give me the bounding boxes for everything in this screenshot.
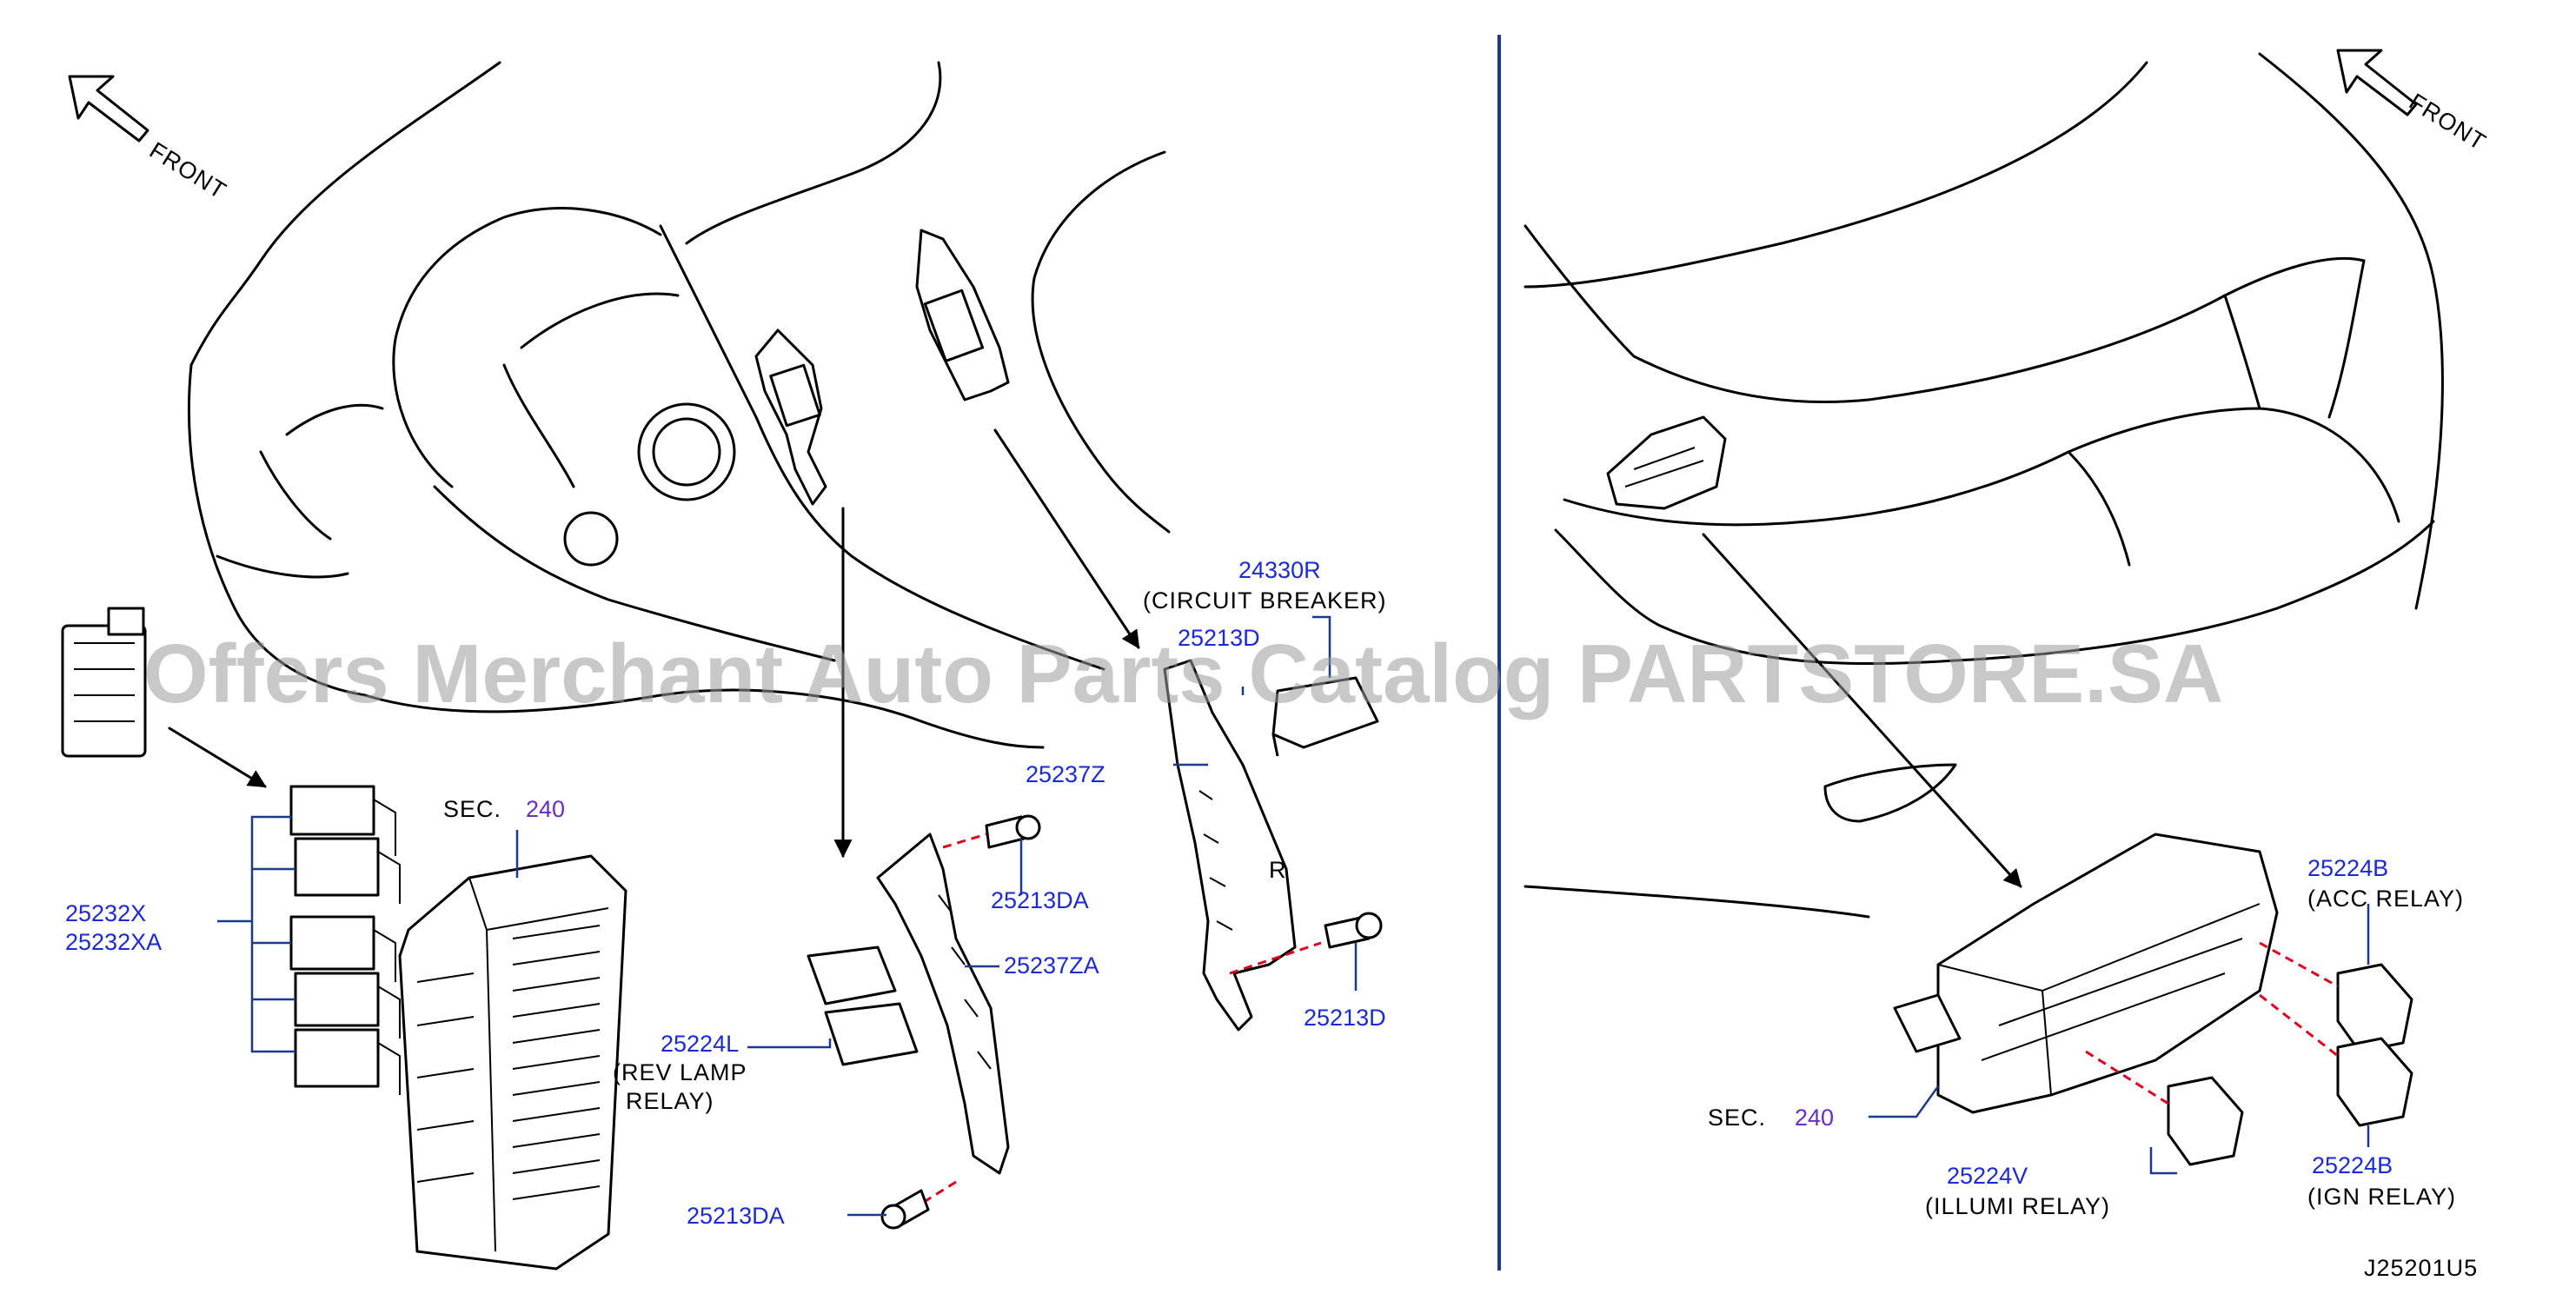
part-24330R: 24330R (1238, 557, 1321, 583)
svg-text:R: R (1269, 857, 1287, 883)
screw-25213DA-bottom (880, 1189, 930, 1230)
arrow-to-breaker-bracket (993, 428, 1140, 649)
part-25237ZA: 25237ZA (1004, 952, 1099, 979)
guide-screw-25213D (1229, 941, 1322, 975)
guide-screw-lower (920, 1180, 957, 1205)
watermark-text: Offers Merchant Auto Parts Catalog PARTS… (143, 627, 2223, 720)
leader-illumi (2149, 1147, 2177, 1175)
drawing-code: J25201U5 (2364, 1255, 2478, 1281)
relay-block-small (61, 607, 147, 758)
front-arrow-icon: FRONT (2336, 49, 2491, 156)
right-panel: FRONT (1524, 49, 2491, 1281)
front-label: FRONT (2405, 89, 2491, 156)
rear-connector-small (1606, 415, 1727, 510)
relay-ign (2336, 1037, 2413, 1127)
part-25213DA-top: 25213DA (991, 887, 1089, 913)
rev-lamp-relays (807, 946, 919, 1066)
circuit-breaker (1271, 676, 1379, 757)
sec-label-right: SEC. (1708, 1105, 1766, 1131)
upper-bracket (915, 229, 1010, 401)
label-rev-lamp-2: RELAY) (626, 1088, 714, 1114)
dashboard-outline (187, 61, 1171, 749)
leader-24330R (1312, 615, 1331, 678)
relay-acc (2336, 963, 2413, 1053)
part-25213D-bottom: 25213D (1304, 1005, 1386, 1031)
guide-ign-relay (2259, 993, 2339, 1058)
rev-relay-bracket (876, 833, 1010, 1175)
label-ign-relay: (IGN RELAY) (2307, 1184, 2456, 1210)
part-25232X: 25232X (65, 900, 146, 926)
front-arrow-icon: FRONT (68, 75, 231, 204)
part-25237Z: 25237Z (1026, 761, 1105, 787)
leader-25232X (217, 815, 295, 1053)
fuse-box (398, 854, 627, 1271)
part-25232XA: 25232XA (65, 929, 162, 955)
car-rear-outline (1524, 52, 2444, 919)
relay-illumi (2167, 1076, 2244, 1166)
breaker-bracket: R (1163, 659, 1297, 1032)
guide-acc-relay (2259, 941, 2339, 988)
guide-screw-upper (942, 833, 987, 849)
leader-25224L (747, 1039, 832, 1049)
left-panel: FRONT (61, 61, 1387, 1271)
sec-number-left: 240 (526, 796, 565, 822)
guide-illumi-relay (2085, 1050, 2169, 1105)
part-25224B-acc: 25224B (2307, 855, 2388, 881)
label-circuit-breaker: (CIRCUIT BREAKER) (1143, 587, 1387, 614)
screw-25213DA-top (985, 814, 1041, 849)
part-25224V: 25224V (1947, 1163, 2028, 1189)
screw-25213D-bottom (1324, 912, 1383, 949)
part-25213D-top: 25213D (1178, 625, 1260, 651)
leader-sec-right (1869, 1085, 1940, 1118)
sec-label-left: SEC. (443, 796, 501, 822)
part-25213DA-bottom: 25213DA (687, 1203, 785, 1229)
label-acc-relay: (ACC RELAY) (2307, 886, 2464, 912)
relay-group-25232X (289, 785, 401, 1095)
arrow-to-relays (168, 727, 267, 788)
part-25224L: 25224L (661, 1031, 739, 1057)
arrow-to-relay-box (1702, 533, 2022, 888)
sec-number-right: 240 (1795, 1105, 1834, 1131)
part-25224B-ign: 25224B (2312, 1152, 2393, 1178)
label-rev-lamp-1: (REV LAMP (613, 1059, 747, 1085)
front-label: FRONT (145, 137, 231, 204)
label-illumi-relay: (ILLUMI RELAY) (1925, 1193, 2110, 1219)
relay-box (1893, 833, 2279, 1114)
dash-bracket-small (754, 328, 827, 506)
